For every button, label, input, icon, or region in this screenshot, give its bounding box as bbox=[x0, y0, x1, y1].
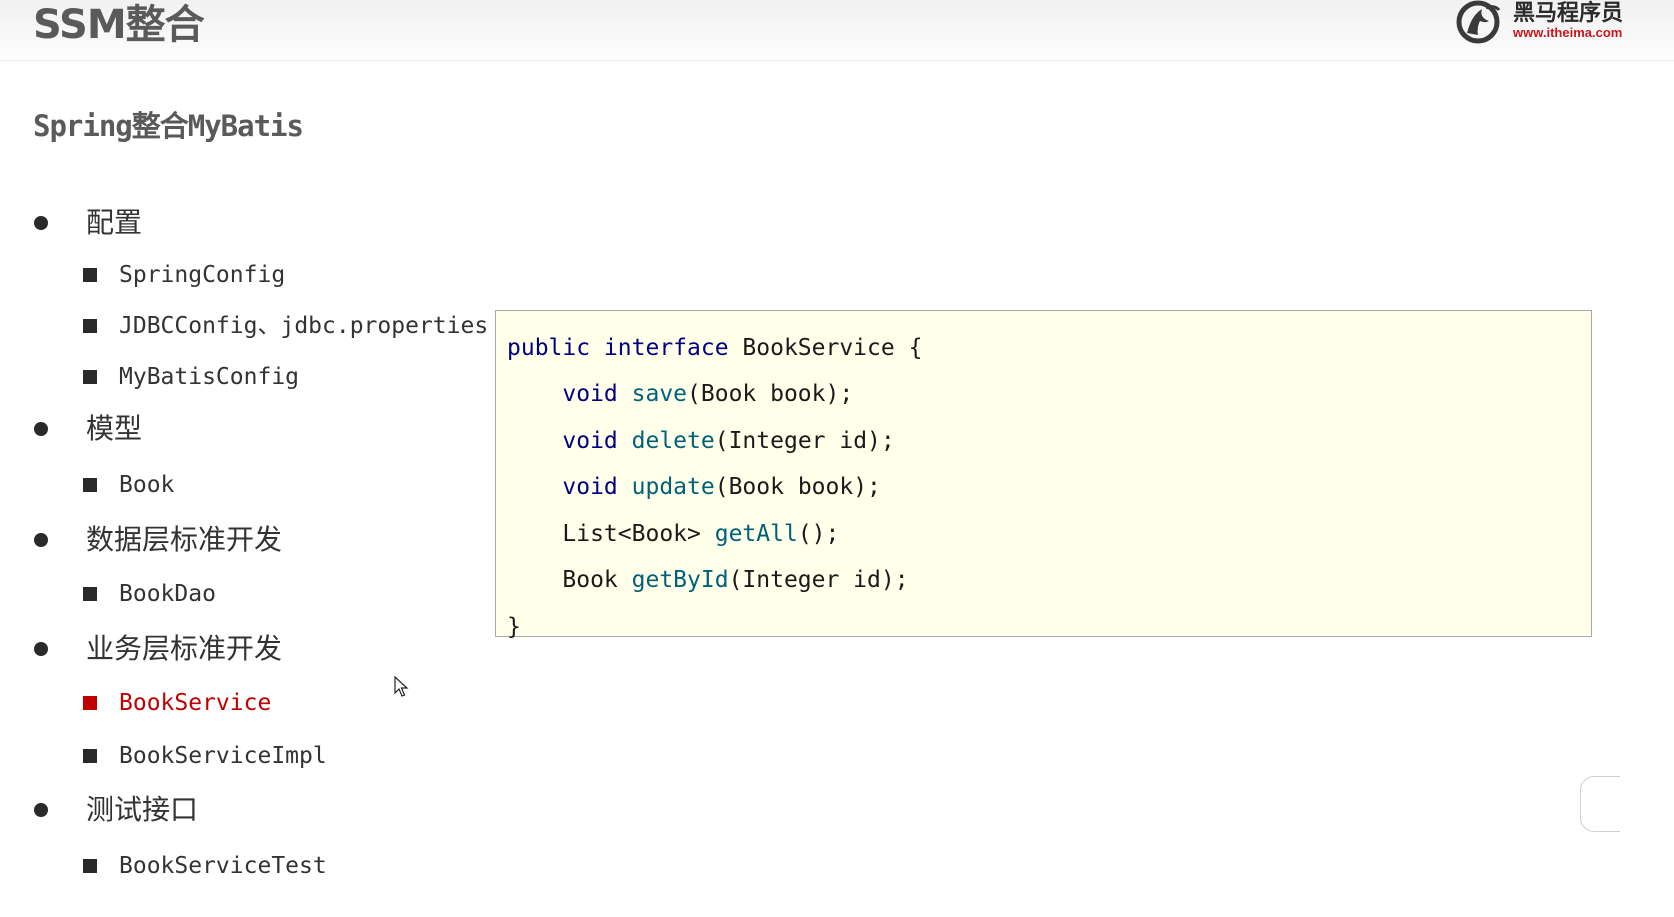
code-text: } bbox=[507, 614, 521, 640]
code-text bbox=[618, 474, 632, 500]
code-text: (Integer id); bbox=[728, 567, 909, 593]
logo: 黑马程序员 www.itheima.com bbox=[1456, 0, 1656, 46]
outline-sublabel: BookServiceImpl bbox=[119, 743, 327, 769]
code-method-name: update bbox=[631, 474, 715, 500]
outline-label: 配置 bbox=[86, 206, 143, 239]
code-text bbox=[507, 474, 562, 500]
outline-sublabel: SpringConfig bbox=[119, 262, 286, 288]
code-text: (Book book); bbox=[687, 381, 854, 407]
code-line: List<Book> getAll(); bbox=[507, 514, 839, 554]
slide-header: SSM整合 黑马程序员 www.itheima.com bbox=[0, 0, 1674, 61]
code-text: BookService { bbox=[728, 335, 923, 361]
outline-sublabel: BookServiceTest bbox=[119, 853, 327, 879]
code-text: (Book book); bbox=[714, 474, 881, 500]
outline-sublabel: MyBatisConfig bbox=[119, 364, 300, 390]
code-text bbox=[507, 381, 562, 407]
bullet-dot-icon bbox=[34, 533, 48, 547]
slide-subtitle: Spring整合MyBatis bbox=[33, 109, 304, 143]
bullet-dot-icon bbox=[34, 803, 48, 817]
code-line: public interface BookService { bbox=[507, 328, 922, 368]
code-method-name: delete bbox=[631, 428, 715, 454]
bullet-square-icon bbox=[83, 319, 97, 333]
outline-label: 业务层标准开发 bbox=[86, 632, 283, 665]
code-keyword: void bbox=[562, 428, 618, 454]
outline-label: 数据层标准开发 bbox=[86, 523, 283, 556]
code-text: Book bbox=[507, 567, 632, 593]
slide-title: SSM整合 bbox=[33, 2, 205, 48]
bullet-square-icon bbox=[83, 268, 97, 282]
code-text: (); bbox=[797, 521, 840, 547]
outline-sublabel: Book bbox=[119, 472, 175, 498]
code-keyword: void bbox=[562, 381, 618, 407]
outline-sublabel: BookDao bbox=[119, 581, 216, 607]
code-text: (Integer id); bbox=[714, 428, 895, 454]
horse-logo-icon bbox=[1456, 0, 1501, 44]
code-line: } bbox=[507, 607, 521, 647]
bullet-square-icon bbox=[83, 370, 97, 384]
code-keyword: public interface bbox=[507, 335, 729, 361]
code-line: Book getById(Integer id); bbox=[507, 560, 909, 600]
code-method-name: getAll bbox=[714, 521, 798, 547]
bullet-dot-icon bbox=[34, 422, 48, 436]
bullet-square-icon bbox=[83, 859, 97, 873]
code-text bbox=[618, 428, 632, 454]
code-text bbox=[507, 428, 562, 454]
bullet-square-icon bbox=[83, 749, 97, 763]
code-method-name: getById bbox=[631, 567, 729, 593]
bullet-square-icon bbox=[83, 587, 97, 601]
code-text bbox=[618, 381, 632, 407]
bullet-dot-icon bbox=[34, 642, 48, 656]
bullet-square-icon bbox=[83, 696, 97, 710]
logo-url: www.itheima.com bbox=[1513, 25, 1623, 40]
code-keyword: void bbox=[562, 474, 618, 500]
outline-sublabel: JDBCConfig、jdbc.properties bbox=[119, 313, 489, 339]
logo-name: 黑马程序员 bbox=[1513, 1, 1624, 26]
outline-label: 测试接口 bbox=[86, 793, 199, 826]
code-line: void update(Book book); bbox=[507, 467, 881, 507]
side-panel-handle[interactable] bbox=[1580, 776, 1620, 832]
code-text: List<Book> bbox=[507, 521, 715, 547]
bullet-square-icon bbox=[83, 478, 97, 492]
code-method-name: save bbox=[631, 381, 688, 407]
code-box: public interface BookService { void save… bbox=[495, 310, 1592, 640]
outline-sublabel: BookService bbox=[119, 690, 272, 716]
outline-label: 模型 bbox=[86, 412, 143, 445]
code-line: void delete(Integer id); bbox=[507, 421, 895, 461]
bullet-dot-icon bbox=[34, 216, 48, 230]
mouse-cursor-icon bbox=[394, 676, 409, 697]
code-line: void save(Book book); bbox=[507, 374, 853, 414]
